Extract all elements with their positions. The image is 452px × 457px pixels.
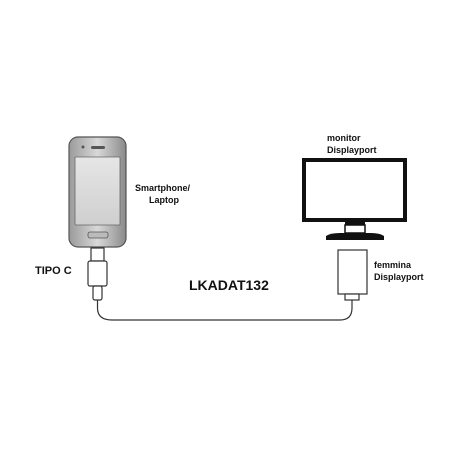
usb-c-plug-icon [87,247,108,301]
monitor-label-line2: Displayport [327,145,377,155]
usb-c-label: TIPO C [35,265,72,277]
cable-line [96,298,353,321]
phone-label-line2: Laptop [149,195,179,205]
phone-label-line1: Smartphone/ [135,183,191,193]
smartphone-icon [68,136,127,248]
dp-female-label-line1: femmina [374,260,412,270]
displayport-female-adapter-icon [337,249,368,301]
dp-female-label-line2: Displayport [374,272,424,282]
product-code: LKADAT132 [189,277,269,293]
monitor-label-line1: monitor [327,133,361,143]
monitor-icon [302,158,407,240]
